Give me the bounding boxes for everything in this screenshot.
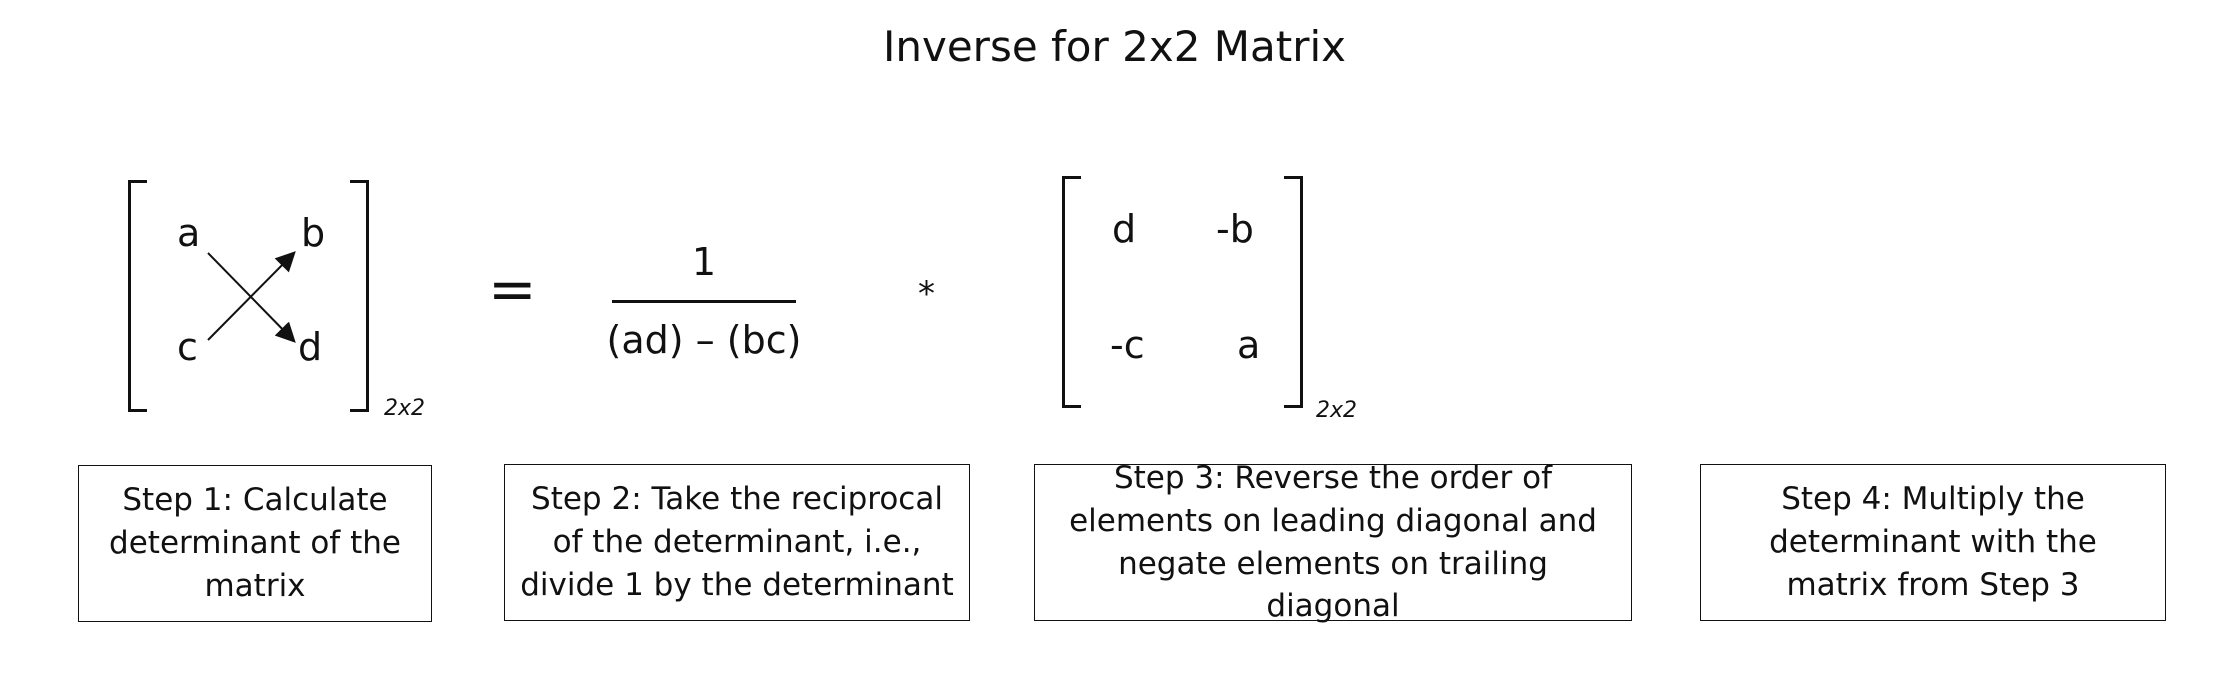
step-2-line-2: of the determinant, i.e., xyxy=(552,524,922,561)
step-3-line-2: elements on leading diagonal and xyxy=(1069,502,1597,539)
step-2-box: Step 2: Take the reciprocal of the deter… xyxy=(504,464,970,621)
step-3-text: Step 3: Reverse the order of elements on… xyxy=(1047,457,1619,628)
arrow-a-to-d xyxy=(207,252,296,343)
step-3-line-3: negate elements on trailing diagonal xyxy=(1118,545,1548,625)
diagram-title: Inverse for 2x2 Matrix xyxy=(882,22,1347,71)
multiply-sign: * xyxy=(918,274,935,314)
step-3-box: Step 3: Reverse the order of elements on… xyxy=(1034,460,1632,624)
right-matrix-open-bracket xyxy=(1062,176,1081,408)
left-matrix-open-bracket xyxy=(128,180,147,412)
cross-multiply-arrows xyxy=(207,251,296,343)
step-1-line-2: determinant of the xyxy=(109,525,401,562)
left-matrix-dimension: 2x2 xyxy=(384,396,426,421)
matrix-element-r2c1: -c xyxy=(1110,323,1145,367)
matrix-element-a: a xyxy=(177,211,201,255)
step-1-box: Step 1: Calculate determinant of the mat… xyxy=(78,465,432,622)
step-1-line-1: Step 1: Calculate xyxy=(122,482,388,519)
matrix-element-d: d xyxy=(298,325,323,369)
matrix-element-r1c2: -b xyxy=(1216,207,1254,251)
step-1-line-3: matrix xyxy=(204,567,306,604)
step-4-line-1: Step 4: Multiply the xyxy=(1781,481,2085,518)
step-4-box: Step 4: Multiply the determinant with th… xyxy=(1700,464,2166,621)
step-3-line-1: Step 3: Reverse the order of xyxy=(1113,459,1553,496)
matrix-element-b: b xyxy=(301,211,326,255)
step-2-line-1: Step 2: Take the reciprocal xyxy=(531,481,943,518)
matrix-element-r1c1: d xyxy=(1112,207,1137,251)
step-2-text: Step 2: Take the reciprocal of the deter… xyxy=(520,478,953,606)
equals-sign: = xyxy=(488,255,537,323)
fraction-numerator: 1 xyxy=(691,240,717,284)
fraction-denominator: (ad) – (bc) xyxy=(606,318,802,362)
step-4-line-3: matrix from Step 3 xyxy=(1786,566,2080,603)
matrix-element-c: c xyxy=(177,325,198,369)
right-matrix-close-bracket xyxy=(1284,176,1303,408)
step-4-line-2: determinant with the xyxy=(1769,524,2097,561)
matrix-element-r2c2: a xyxy=(1237,323,1261,367)
step-4-text: Step 4: Multiply the determinant with th… xyxy=(1769,478,2097,606)
left-matrix: a b c d xyxy=(128,180,373,412)
step-1-text: Step 1: Calculate determinant of the mat… xyxy=(109,479,401,607)
fraction-bar xyxy=(612,300,796,303)
right-matrix: d -b -c a xyxy=(1062,176,1307,408)
right-matrix-dimension: 2x2 xyxy=(1316,398,1358,423)
step-2-line-3: divide 1 by the determinant xyxy=(520,566,954,603)
left-matrix-close-bracket xyxy=(350,180,369,412)
